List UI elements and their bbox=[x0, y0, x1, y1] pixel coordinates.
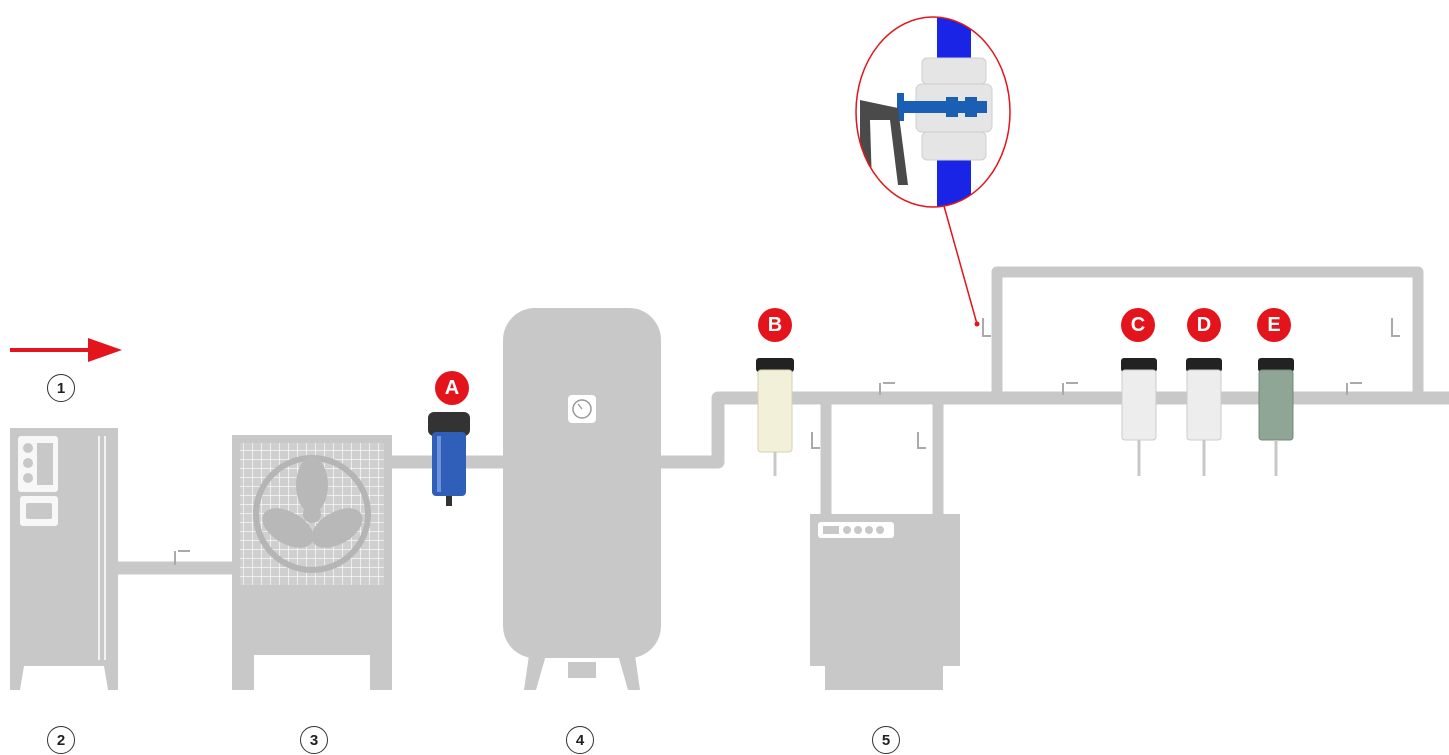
compressor bbox=[10, 428, 118, 690]
marker-5: 5 bbox=[872, 726, 900, 754]
marker-c: C bbox=[1121, 308, 1155, 342]
pipe-valves bbox=[174, 318, 1400, 565]
filter-element-e bbox=[1258, 358, 1294, 476]
valve-zoom-callout bbox=[855, 16, 1011, 327]
marker-1: 1 bbox=[47, 374, 75, 402]
filter-element-b bbox=[756, 358, 794, 476]
marker-4: 4 bbox=[566, 726, 594, 754]
filter-element-c bbox=[1121, 358, 1157, 476]
marker-2: 2 bbox=[47, 726, 75, 754]
air-receiver-tank bbox=[503, 308, 661, 690]
marker-e: E bbox=[1257, 308, 1291, 342]
refrigeration-dryer bbox=[810, 514, 960, 690]
marker-d: D bbox=[1187, 308, 1221, 342]
marker-3: 3 bbox=[300, 726, 328, 754]
flow-direction-arrow bbox=[10, 338, 122, 362]
filter-housing-a bbox=[428, 412, 470, 506]
marker-a: A bbox=[435, 371, 469, 405]
filter-element-d bbox=[1186, 358, 1222, 476]
air-cooler bbox=[232, 435, 392, 690]
marker-b: B bbox=[758, 308, 792, 342]
pipe-network bbox=[111, 266, 1449, 575]
